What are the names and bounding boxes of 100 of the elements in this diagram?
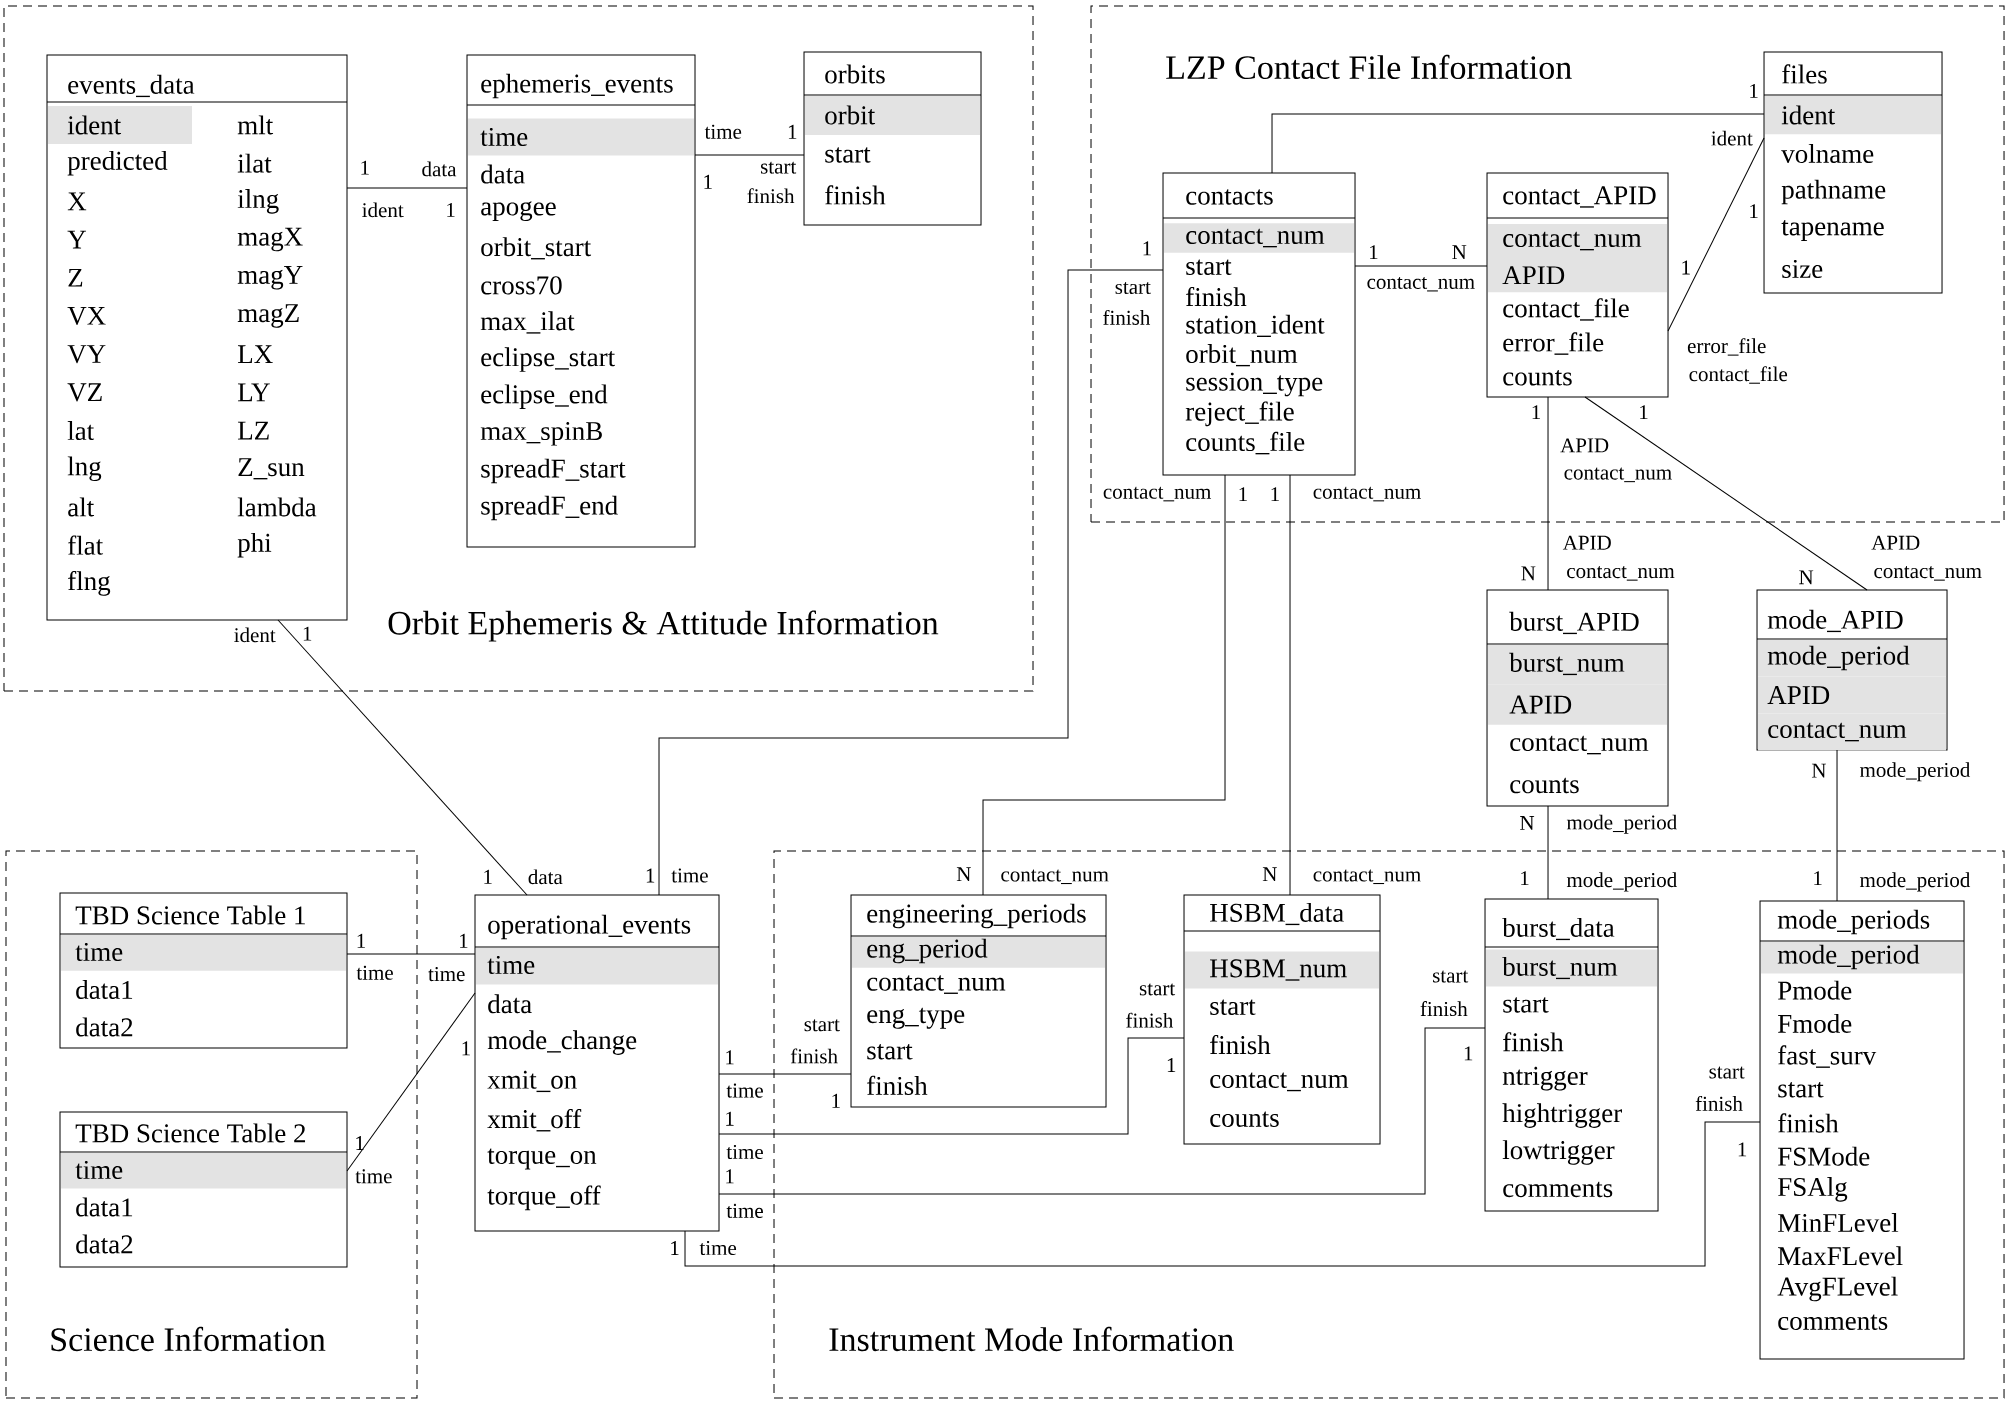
edge-end-label: N bbox=[1262, 867, 1277, 882]
key-field: ident bbox=[48, 105, 192, 145]
key-field: HSBM_num bbox=[1185, 951, 1379, 989]
connector-line bbox=[1667, 137, 1765, 332]
field-name: MaxFLevel bbox=[1778, 1246, 1903, 1266]
field-name: station_ident bbox=[1186, 314, 1325, 337]
field-name: finish bbox=[867, 1075, 928, 1096]
edge-end-label: 1 bbox=[1167, 1058, 1176, 1072]
field-name: phi bbox=[237, 532, 272, 558]
key-field: ident bbox=[1765, 96, 1942, 135]
edge-end-label: finish bbox=[790, 1048, 838, 1064]
key-field: APID bbox=[1488, 258, 1667, 293]
connector-line bbox=[346, 187, 468, 189]
key-field: orbit bbox=[805, 96, 980, 135]
field-name: lng bbox=[67, 456, 102, 482]
field-name: session_type bbox=[1186, 372, 1323, 397]
edge-end-label: 1 bbox=[1464, 1046, 1473, 1061]
key-field: mode_period bbox=[1758, 640, 1947, 677]
key-field: mode_period bbox=[1761, 942, 1964, 974]
field-name: counts bbox=[1510, 777, 1579, 794]
field-name: max_spinB bbox=[480, 421, 602, 446]
field-name: size bbox=[1782, 259, 1823, 279]
edge-end-label: 1 bbox=[1738, 1142, 1747, 1157]
field-name: magY bbox=[237, 266, 303, 290]
field-name: data1 bbox=[76, 980, 133, 999]
field-name: finish bbox=[825, 185, 886, 205]
edge-end-label: time bbox=[726, 1203, 763, 1218]
table-title: orbits bbox=[825, 64, 885, 84]
field-name: eclipse_start bbox=[481, 347, 615, 372]
connector-line bbox=[1584, 396, 1868, 591]
field-name: contact_num bbox=[1510, 735, 1649, 755]
edge-end-label: 1 bbox=[726, 1169, 734, 1184]
field-name: lowtrigger bbox=[1502, 1140, 1615, 1165]
field-name: ilat bbox=[237, 153, 272, 173]
connector-line bbox=[346, 992, 476, 1172]
key-field: contact_num bbox=[1164, 223, 1354, 253]
field-name: FSMode bbox=[1778, 1146, 1870, 1166]
connector-line bbox=[718, 1037, 1185, 1135]
field-name: flat bbox=[68, 535, 104, 555]
edge-end-label: contact_num bbox=[1313, 486, 1421, 502]
connector-line bbox=[658, 269, 1164, 896]
edge-end-label: mode_period bbox=[1859, 762, 1971, 782]
edge-end-label: 1 bbox=[1750, 204, 1758, 219]
connector-line bbox=[718, 1027, 1486, 1195]
key-field: burst_num bbox=[1486, 949, 1657, 987]
field-name: spreadF_end bbox=[481, 495, 618, 521]
table-title: TBD Science Table 2 bbox=[75, 1123, 305, 1143]
field-name: orbit_start bbox=[481, 237, 592, 260]
table-title: HSBM_data bbox=[1210, 902, 1344, 926]
edge-end-label: start bbox=[1115, 281, 1151, 294]
field-name: counts bbox=[1210, 1111, 1279, 1127]
field-name: Z_sun bbox=[238, 458, 305, 480]
edge-end-label: finish bbox=[1420, 1001, 1468, 1017]
edge-end-label: 1 bbox=[1640, 405, 1648, 420]
field-name: alt bbox=[68, 497, 95, 517]
edge-end-label: 1 bbox=[1521, 871, 1529, 886]
key-field: eng_period bbox=[852, 937, 1105, 968]
table-title: burst_APID bbox=[1509, 611, 1639, 635]
edge-end-label: mode_period bbox=[1566, 814, 1677, 834]
edge-end-label: time bbox=[699, 1240, 737, 1256]
edge-end-label: start bbox=[1709, 1066, 1745, 1079]
field-name: start bbox=[1503, 997, 1549, 1013]
table-title: contacts bbox=[1186, 189, 1273, 205]
group-title: Instrument Mode Information bbox=[829, 1326, 1234, 1352]
field-name: VX bbox=[67, 306, 106, 326]
connector-line bbox=[1354, 265, 1488, 267]
field-name: start bbox=[1210, 999, 1256, 1016]
edge-end-label: 1 bbox=[303, 626, 312, 641]
field-name: Pmode bbox=[1778, 980, 1852, 1000]
connector-line bbox=[1547, 396, 1549, 591]
field-name: xmit_off bbox=[487, 1108, 582, 1132]
edge-end-label: data bbox=[528, 869, 563, 885]
field-name: max_ilat bbox=[480, 311, 575, 334]
key-field: APID bbox=[1758, 676, 1947, 714]
field-name: predicted bbox=[67, 150, 168, 176]
edge-end-label: time bbox=[671, 868, 708, 883]
field-name: eng_type bbox=[867, 1007, 965, 1029]
connector-line bbox=[346, 953, 476, 955]
field-name: data2 bbox=[76, 1234, 133, 1254]
edge-end-label: 1 bbox=[484, 869, 492, 884]
table-title: engineering_periods bbox=[867, 903, 1086, 929]
field-name: LX bbox=[238, 345, 273, 364]
key-field: time bbox=[61, 1153, 346, 1189]
field-name: tapename bbox=[1781, 220, 1884, 241]
field-name: magX bbox=[237, 227, 303, 252]
field-name: comments bbox=[1778, 1314, 1888, 1330]
field-name: volname bbox=[1781, 144, 1874, 163]
edge-end-label: ident bbox=[1711, 130, 1753, 146]
edge-end-label: contact_num bbox=[1564, 467, 1672, 483]
edge-end-label: 1 bbox=[704, 174, 712, 189]
field-name: eclipse_end bbox=[481, 384, 608, 409]
field-name: start bbox=[1186, 259, 1232, 275]
connector-line bbox=[277, 619, 528, 896]
field-name: lat bbox=[67, 421, 95, 441]
field-name: comments bbox=[1503, 1181, 1613, 1198]
table-title: events_data bbox=[68, 74, 195, 98]
field-name: torque_off bbox=[487, 1185, 601, 1211]
edge-end-label: finish bbox=[747, 188, 795, 204]
field-name: ilng bbox=[237, 189, 279, 214]
field-name: mode_change bbox=[487, 1030, 637, 1055]
